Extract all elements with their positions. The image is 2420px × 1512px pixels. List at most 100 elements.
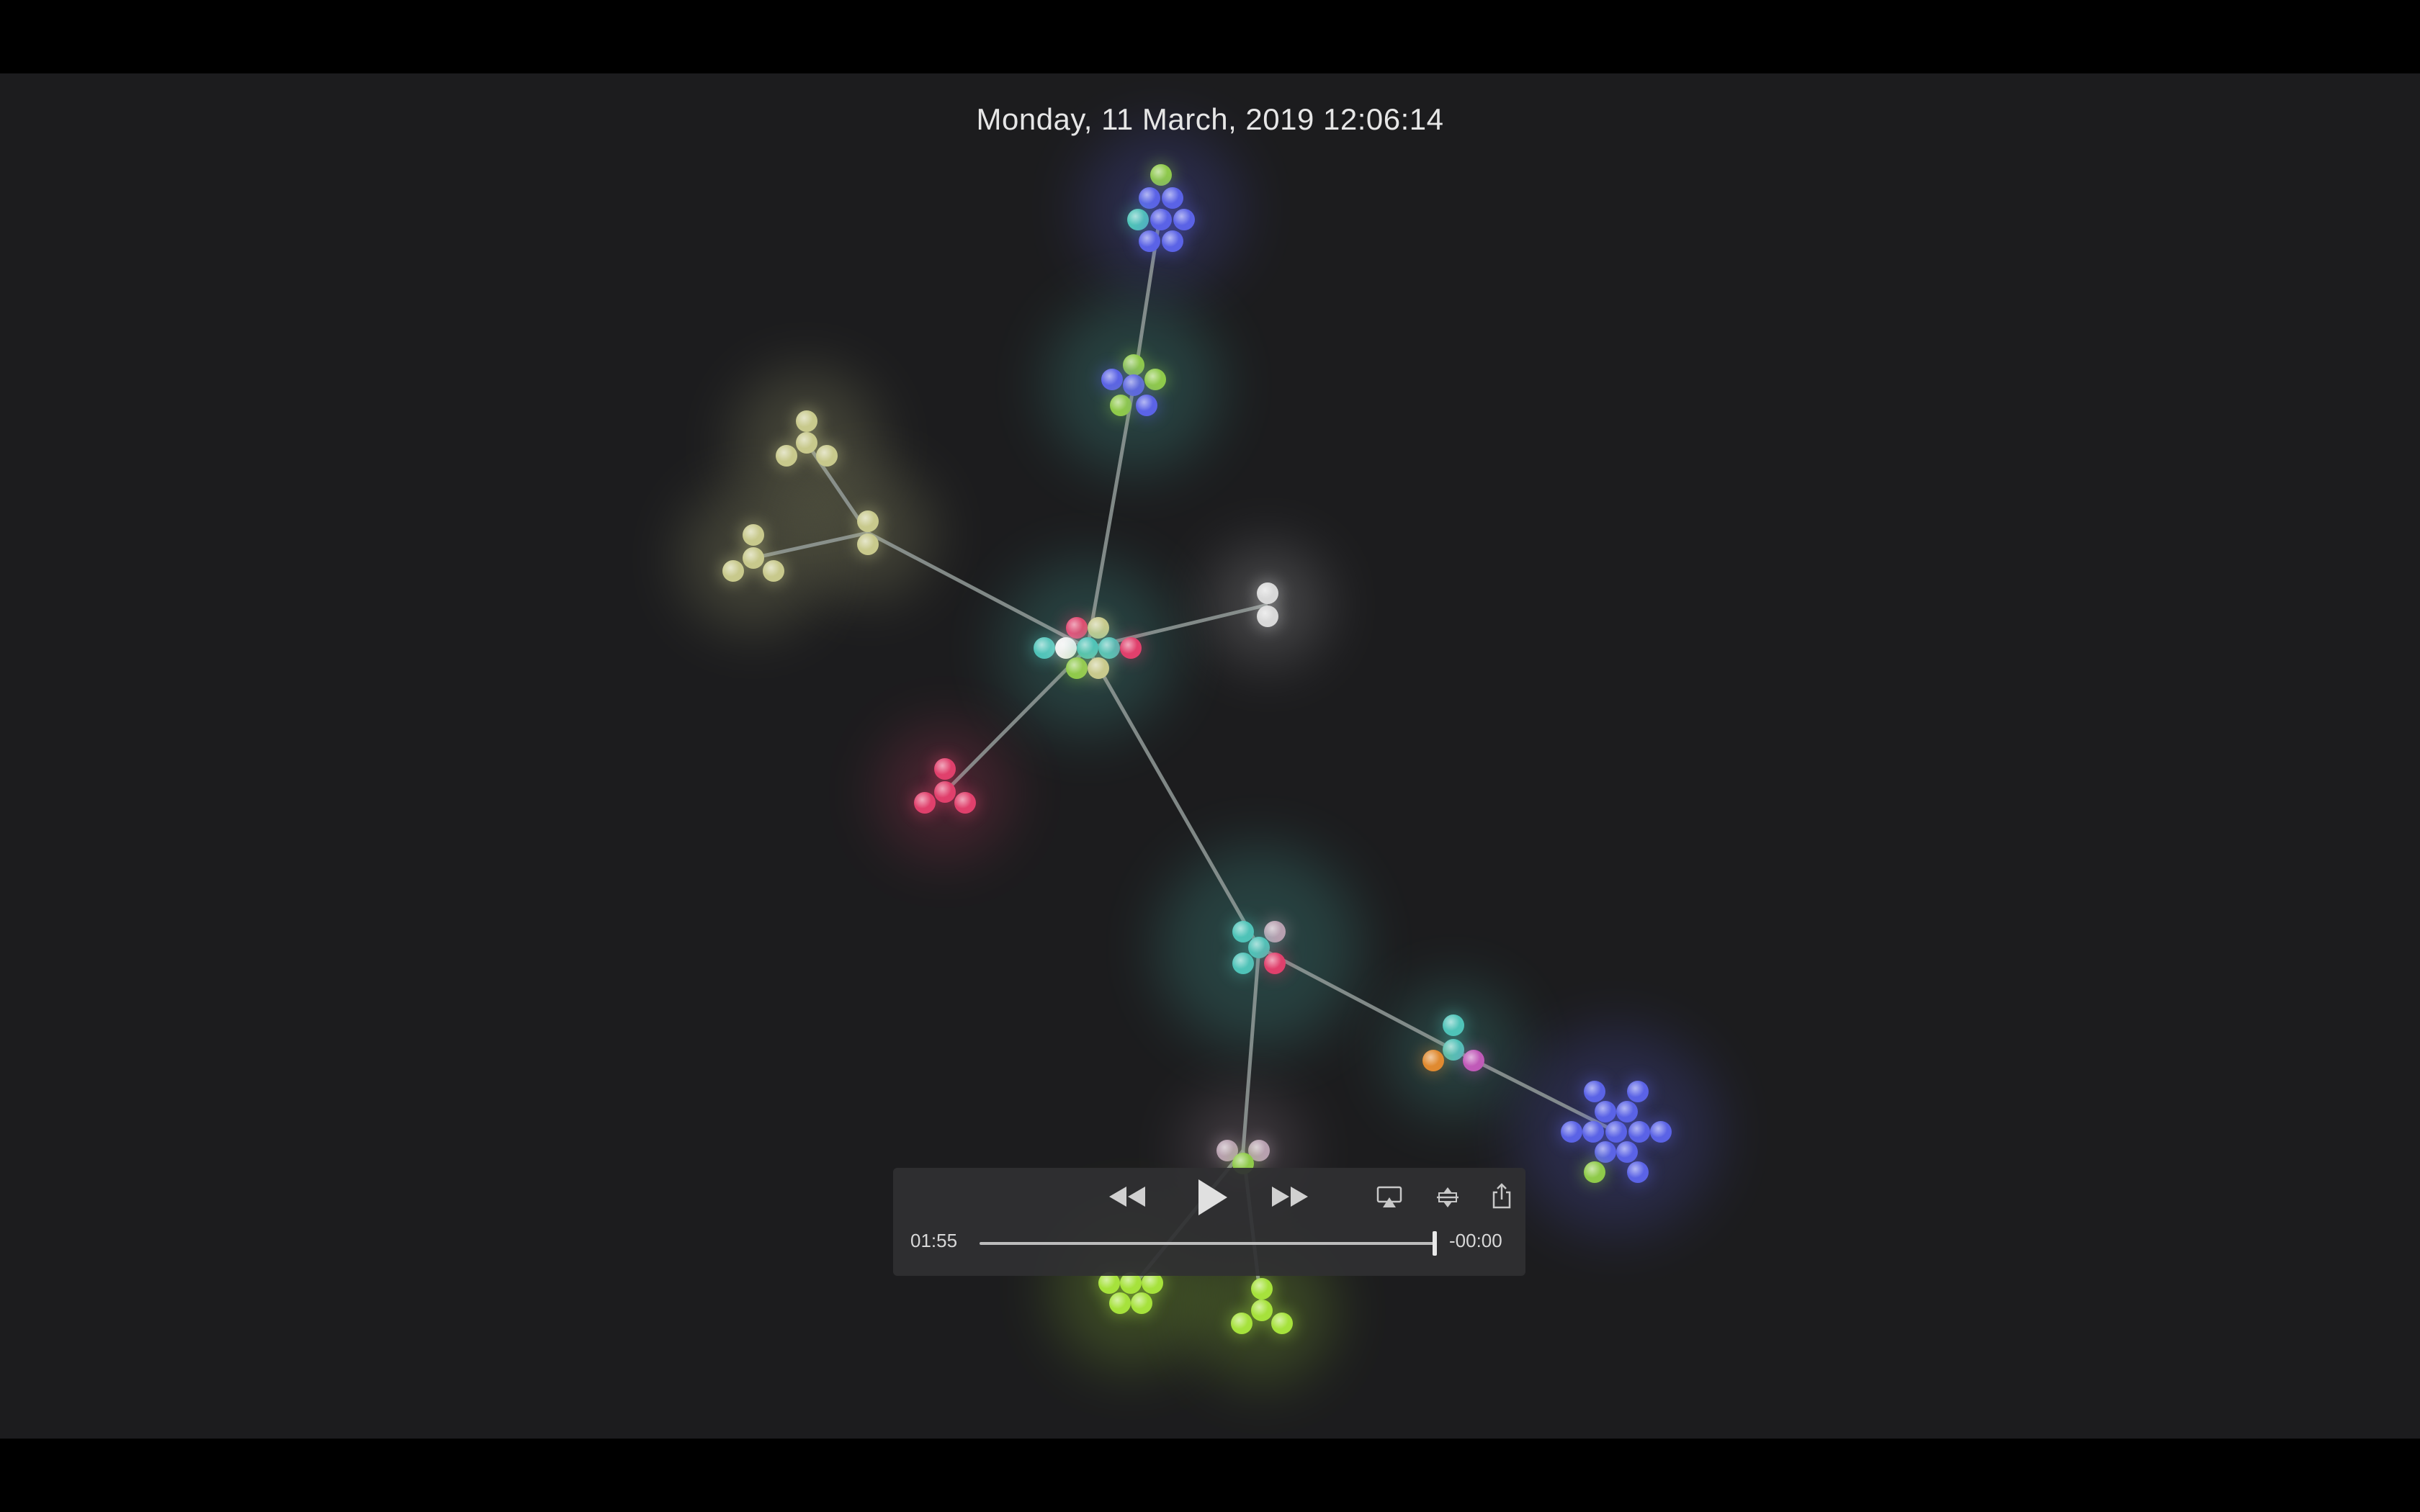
node-highlight	[1098, 1272, 1120, 1294]
node-highlight	[1232, 921, 1254, 942]
node-highlight	[1088, 657, 1109, 679]
node-highlight	[1120, 637, 1142, 659]
node-highlight	[1162, 187, 1183, 209]
node-highlight	[1142, 1272, 1163, 1294]
cluster-orange-mix	[1420, 1012, 1487, 1074]
node-highlight	[1595, 1101, 1616, 1122]
node-highlight	[1271, 1313, 1293, 1334]
edge-upper-mixed-hub	[1085, 384, 1136, 649]
node-highlight	[1077, 637, 1098, 659]
cluster-big-blue	[1558, 1078, 1675, 1186]
fast-forward-icon	[1272, 1187, 1308, 1207]
cluster-khaki-a	[773, 408, 841, 469]
picture-in-picture-icon	[1437, 1187, 1458, 1207]
node-highlight	[1123, 354, 1144, 376]
cluster-mid-mixed	[1229, 918, 1289, 977]
node-highlight	[1127, 209, 1149, 230]
letterbox-top	[0, 0, 2420, 73]
node-highlight	[1257, 582, 1278, 604]
node-highlight	[743, 547, 764, 569]
progress-scrubber[interactable]	[980, 1242, 1435, 1245]
node-highlight	[1422, 1050, 1444, 1071]
node-highlight	[1616, 1101, 1638, 1122]
node-highlight	[1173, 209, 1195, 230]
edge-mid-mixed-mauve-pair	[1241, 947, 1261, 1151]
node-highlight	[857, 510, 879, 532]
node-highlight	[1616, 1141, 1638, 1163]
play-icon	[1198, 1179, 1227, 1215]
node-highlight	[1582, 1121, 1604, 1143]
fast-forward-button[interactable]	[1268, 1182, 1311, 1211]
node-highlight	[796, 432, 817, 454]
remaining-time: -00:00	[1449, 1230, 1502, 1251]
node-highlight	[1136, 395, 1157, 416]
node-highlight	[1139, 187, 1160, 209]
node-highlight	[1251, 1278, 1273, 1300]
letterbox-bottom	[0, 1439, 2420, 1512]
node-highlight	[1101, 369, 1123, 390]
node-highlight	[1561, 1121, 1582, 1143]
node-highlight	[1264, 921, 1286, 942]
node-highlight	[1131, 1292, 1152, 1314]
node-highlight	[1231, 1313, 1252, 1334]
rewind-icon	[1109, 1187, 1145, 1207]
airplay-button[interactable]	[1376, 1185, 1403, 1210]
cluster-khaki-c	[720, 521, 787, 585]
nodes	[720, 161, 1675, 1337]
rewind-button[interactable]	[1106, 1182, 1150, 1211]
node-highlight	[1144, 369, 1166, 390]
node-highlight	[1123, 374, 1144, 396]
node-highlight	[1584, 1161, 1605, 1183]
node-highlight	[954, 792, 976, 814]
node-highlight	[1595, 1141, 1616, 1163]
edge-khaki-b-khaki-c	[753, 531, 869, 560]
node-highlight	[1264, 953, 1286, 974]
playback-controls[interactable]: 01:55 -00:00	[893, 1168, 1525, 1276]
node-highlight	[743, 524, 764, 546]
node-highlight	[1251, 1300, 1273, 1321]
node-highlight	[1066, 617, 1088, 639]
node-highlight	[722, 560, 744, 582]
node-highlight	[763, 560, 784, 582]
node-highlight	[1088, 617, 1109, 639]
video-frame[interactable]: Monday, 11 March, 2019 12:06:14	[0, 73, 2420, 1439]
cluster-lime-b	[1228, 1275, 1296, 1337]
node-highlight	[1066, 657, 1088, 679]
node-highlight	[1650, 1121, 1672, 1143]
network-visualization	[681, 130, 1717, 1382]
node-highlight	[1605, 1121, 1627, 1143]
cluster-lime-a	[1095, 1269, 1166, 1317]
node-highlight	[816, 445, 838, 467]
node-highlight	[1034, 637, 1055, 659]
node-highlight	[857, 534, 879, 555]
node-highlight	[934, 781, 956, 803]
node-highlight	[1150, 209, 1172, 230]
cluster-white-pair	[1254, 580, 1281, 630]
node-highlight	[1109, 1292, 1131, 1314]
node-highlight	[1055, 637, 1077, 659]
node-highlight	[1139, 230, 1160, 252]
airplay-icon	[1376, 1186, 1402, 1207]
node-highlight	[1150, 164, 1172, 186]
node-highlight	[1443, 1039, 1464, 1061]
node-highlight	[1627, 1081, 1649, 1102]
scrubber-handle[interactable]	[1433, 1231, 1437, 1256]
share-button[interactable]	[1491, 1182, 1512, 1210]
edge-mid-mixed-orange-mix	[1258, 945, 1455, 1052]
node-highlight	[1162, 230, 1183, 252]
share-icon	[1492, 1183, 1511, 1209]
cluster-khaki-b	[854, 508, 882, 558]
play-button[interactable]	[1191, 1176, 1232, 1218]
cluster-pink-cluster	[911, 755, 979, 816]
cluster-upper-mixed	[1098, 351, 1169, 419]
node-highlight	[1463, 1050, 1484, 1071]
node-highlight	[1232, 953, 1254, 974]
timestamp-label: Monday, 11 March, 2019 12:06:14	[976, 102, 1444, 136]
elapsed-time: 01:55	[910, 1230, 958, 1251]
node-highlight	[1443, 1014, 1464, 1036]
cluster-top-blue	[1124, 161, 1198, 255]
node-highlight	[1628, 1121, 1650, 1143]
node-highlight	[1110, 395, 1131, 416]
node-highlight	[776, 445, 797, 467]
picture-in-picture-button[interactable]	[1435, 1185, 1461, 1210]
